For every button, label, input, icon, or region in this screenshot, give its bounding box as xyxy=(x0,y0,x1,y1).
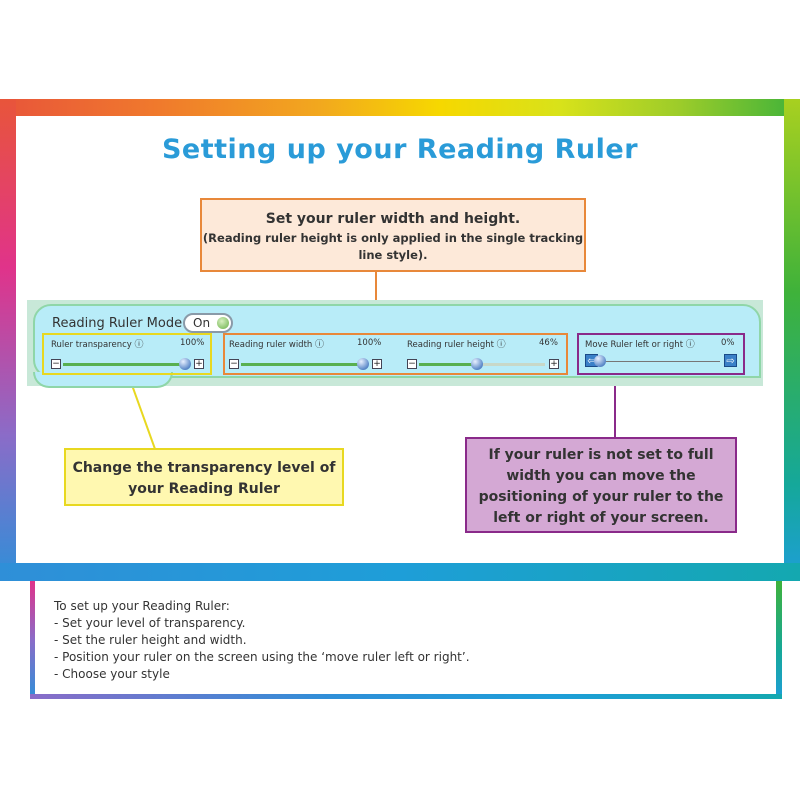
width-height-callout-sub: (Reading ruler height is only applied in… xyxy=(202,231,584,262)
transparency-highlight xyxy=(42,333,212,375)
info-icon[interactable]: ⓘ xyxy=(496,340,506,350)
info-icon[interactable]: ⓘ xyxy=(685,340,695,350)
height-minus-button[interactable]: − xyxy=(407,359,417,369)
instruction-step: - Position your ruler on the screen usin… xyxy=(54,650,470,664)
move-callout: If your ruler is not set to full width y… xyxy=(465,437,737,533)
height-plus-button[interactable]: + xyxy=(549,359,559,369)
width-height-callout: Set your ruler width and height. (Readin… xyxy=(200,198,586,272)
width-plus-button[interactable]: + xyxy=(372,359,382,369)
move-value: 0% xyxy=(721,338,735,348)
instructions-frame-left xyxy=(30,581,35,699)
move-label-text: Move Ruler left or right xyxy=(585,340,684,350)
height-label-text: Reading ruler height xyxy=(407,340,494,350)
instructions-text: To set up your Reading Ruler: - Set your… xyxy=(54,598,470,683)
instructions-frame-right xyxy=(776,581,782,699)
move-right-arrow-icon[interactable]: ⇨ xyxy=(724,354,737,367)
height-label: Reading ruler height ⓘ xyxy=(407,337,506,350)
transparency-value: 100% xyxy=(180,338,205,348)
width-label-text: Reading ruler width xyxy=(229,340,313,350)
transparency-label: Ruler transparency ⓘ xyxy=(51,337,144,350)
width-height-callout-main: Set your ruler width and height. xyxy=(265,211,521,227)
transparency-slider-track[interactable] xyxy=(63,363,185,366)
width-minus-button[interactable]: − xyxy=(229,359,239,369)
rainbow-frame-left xyxy=(0,99,16,581)
rainbow-frame-right xyxy=(784,99,800,581)
height-slider-knob[interactable] xyxy=(470,358,483,370)
width-value: 100% xyxy=(357,338,382,348)
transparency-minus-button[interactable]: − xyxy=(51,359,61,369)
move-slider-track[interactable] xyxy=(600,361,720,362)
move-label: Move Ruler left or right ⓘ xyxy=(585,337,695,350)
width-slider-track[interactable] xyxy=(241,363,363,366)
instructions-frame-bottom xyxy=(30,694,782,699)
transparency-slider-knob[interactable] xyxy=(179,358,191,370)
width-label: Reading ruler width ⓘ xyxy=(229,337,324,350)
instruction-step: - Set the ruler height and width. xyxy=(54,633,247,647)
instructions-intro: To set up your Reading Ruler: xyxy=(54,599,230,613)
transparency-callout: Change the transparency level of your Re… xyxy=(64,448,344,506)
reading-ruler-mode-toggle[interactable]: On xyxy=(183,313,233,333)
toggle-label: On xyxy=(193,316,211,330)
reading-ruler-mode-label: Reading Ruler Mode xyxy=(52,316,183,331)
move-slider-knob[interactable] xyxy=(594,355,606,367)
width-slider-knob[interactable] xyxy=(357,358,369,370)
info-icon[interactable]: ⓘ xyxy=(134,340,144,350)
instruction-step: - Set your level of transparency. xyxy=(54,616,246,630)
height-value: 46% xyxy=(539,338,558,348)
info-icon[interactable]: ⓘ xyxy=(315,340,325,350)
move-highlight xyxy=(577,333,745,375)
transparency-plus-button[interactable]: + xyxy=(194,359,204,369)
rainbow-frame-bottom xyxy=(0,563,800,581)
move-callout-connector xyxy=(614,374,616,438)
page-title: Setting up your Reading Ruler xyxy=(161,134,639,165)
toggle-knob xyxy=(217,317,229,329)
transparency-label-text: Ruler transparency xyxy=(51,340,132,350)
instruction-step: - Choose your style xyxy=(54,667,170,681)
width-height-highlight xyxy=(223,333,568,375)
